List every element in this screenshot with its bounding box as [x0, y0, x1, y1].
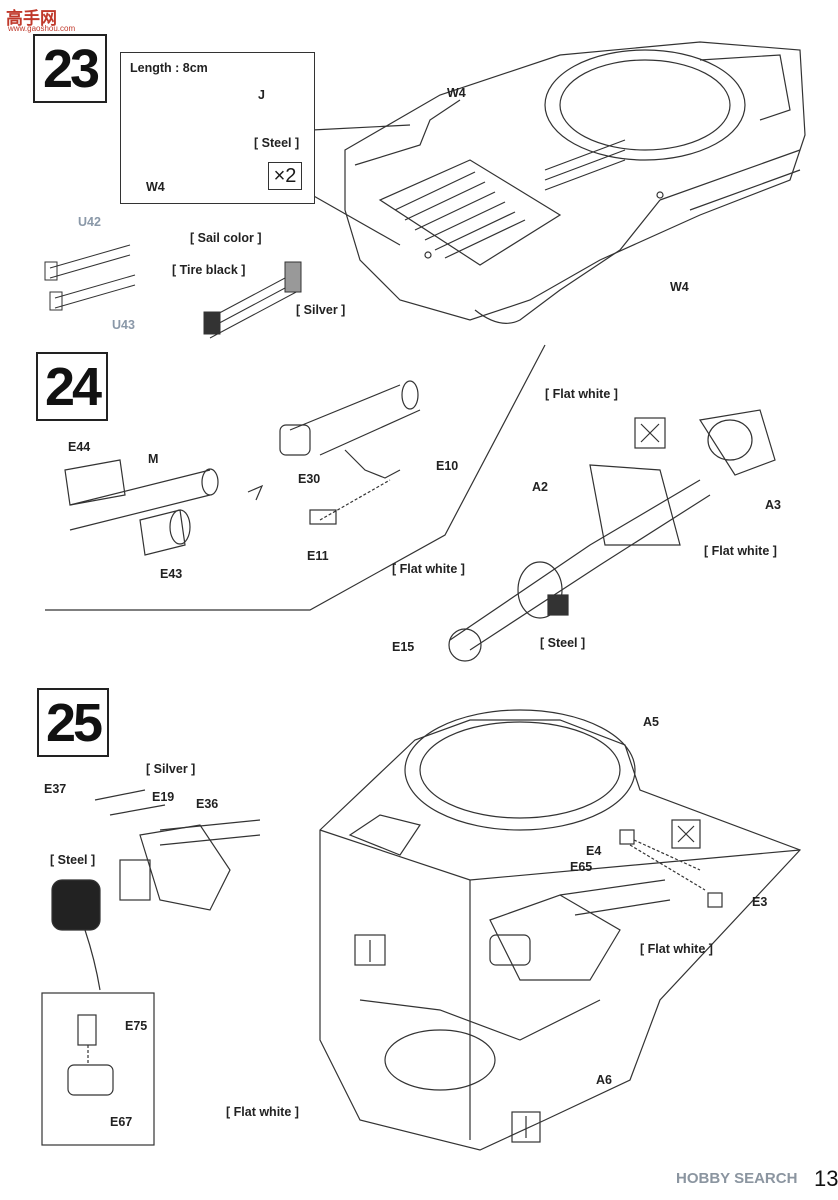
quantity-badge: ×2 — [268, 162, 302, 190]
u42-label: U42 — [78, 215, 101, 229]
tire-black-label: [ Tire black ] — [172, 263, 246, 277]
steel-label: [ Steel ] — [540, 636, 586, 650]
inset-part-j: J — [258, 88, 265, 102]
silver-label-25: [ Silver ] — [146, 762, 196, 776]
step25-left-gun-drawing — [51, 789, 261, 991]
e15-label: E15 — [392, 640, 415, 654]
step23-hull-drawing — [344, 41, 806, 324]
step25-small-parts — [619, 829, 723, 908]
e10-label: E10 — [436, 459, 459, 473]
inset-w4-label: W4 — [146, 180, 165, 194]
watermark-logo: 高手网 — [6, 9, 57, 28]
steel-label-25: [ Steel ] — [50, 853, 96, 867]
e37-label: E37 — [44, 782, 67, 796]
step25-turret-drawing — [319, 709, 802, 1151]
watermark-url: www.gaoshou.com — [8, 24, 76, 33]
step23-painted-parts — [203, 261, 302, 339]
flat-white-top-label: [ Flat white ] — [545, 387, 618, 401]
step-number-24: 24 — [36, 352, 108, 421]
e4-label: E4 — [586, 844, 602, 858]
flat-white-right-label-25: [ Flat white ] — [640, 942, 713, 956]
e75-label: E75 — [125, 1019, 148, 1033]
w4-right-label: W4 — [670, 280, 689, 294]
e30-label: E30 — [298, 472, 321, 486]
step24-e43-drawing — [64, 459, 219, 556]
hobbysearch-logo: HOBBY SEARCH — [676, 1170, 798, 1187]
a5-label: A5 — [643, 715, 659, 729]
step25-mantlet-drawing — [489, 879, 671, 981]
e19-label: E19 — [152, 790, 175, 804]
step-number-23: 23 — [33, 34, 107, 103]
sail-color-label: [ Sail color ] — [190, 231, 262, 245]
w4-top-label: W4 — [447, 86, 466, 100]
page-number: 13 — [814, 1166, 838, 1191]
inset-steel-label: [ Steel ] — [254, 136, 300, 150]
a6-label: A6 — [596, 1073, 612, 1087]
no-glue-icons — [634, 417, 701, 849]
step23-callout-line-2 — [311, 194, 401, 246]
u43-label: U43 — [112, 318, 135, 332]
e11-label: E11 — [307, 549, 329, 563]
step-number-25: 25 — [37, 688, 109, 757]
e67-label: E67 — [110, 1115, 133, 1129]
a3-label: A3 — [765, 498, 781, 512]
e44-label: E44 — [68, 440, 91, 454]
step23-u42-u43-parts — [44, 244, 136, 311]
step23-callout-line — [311, 124, 411, 131]
a2-label: A2 — [532, 480, 548, 494]
silver-label: [ Silver ] — [296, 303, 346, 317]
flat-white-left-label: [ Flat white ] — [392, 562, 465, 576]
step25-inset-parts — [67, 1014, 114, 1096]
inset-length-label: Length : 8cm — [130, 61, 208, 75]
step24-arrow — [247, 484, 264, 501]
step24-gun-drawing — [448, 409, 776, 662]
flat-white-right-label: [ Flat white ] — [704, 544, 777, 558]
step24-divider — [45, 344, 546, 611]
step25-inset-box — [41, 992, 155, 1146]
step24-e30-drawing — [279, 380, 421, 525]
e36-label: E36 — [196, 797, 219, 811]
m-label: M — [148, 452, 159, 466]
e3-label: E3 — [752, 895, 768, 909]
flat-white-bottom-label: [ Flat white ] — [226, 1105, 299, 1119]
step25-hole-markers — [354, 934, 541, 1143]
step23-inset-box — [120, 52, 315, 204]
e65-label: E65 — [570, 860, 593, 874]
e43-label: E43 — [160, 567, 183, 581]
